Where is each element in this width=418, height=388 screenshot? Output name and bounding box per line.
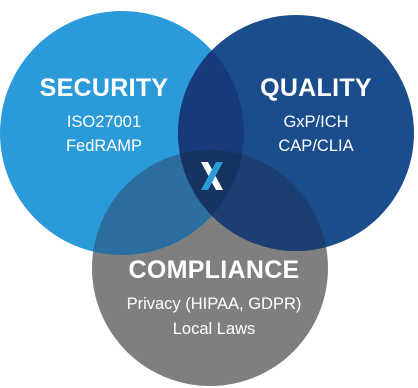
quality-item: GxP/ICH [283,113,348,131]
quality-compliance-overlap [178,150,328,251]
security-compliance-overlap [92,150,244,255]
security-title: SECURITY [40,74,169,102]
compliance-title: COMPLIANCE [128,256,299,284]
security-item: FedRAMP [66,137,142,155]
security-item: ISO27001 [67,113,141,131]
x-logo-icon [201,162,223,190]
compliance-item: Local Laws [173,320,256,338]
quality-title: QUALITY [260,74,372,102]
quality-item: CAP/CLIA [278,137,353,155]
compliance-item: Privacy (HIPAA, GDPR) [127,295,302,313]
